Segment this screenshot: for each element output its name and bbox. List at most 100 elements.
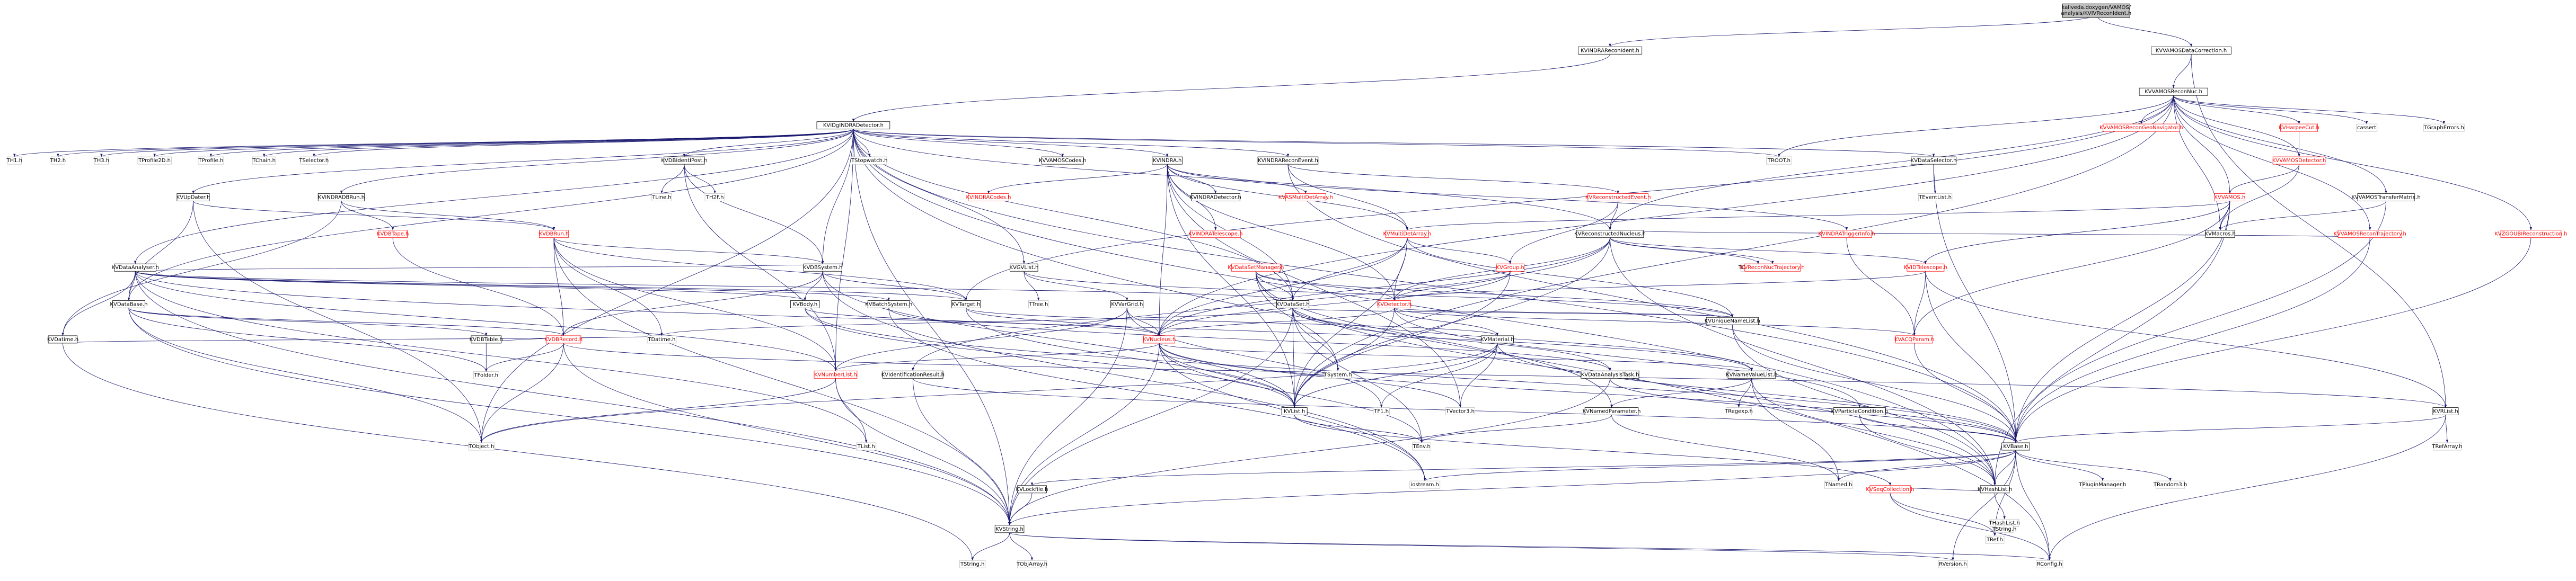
- node-n-upd[interactable]: KVUpDater.h: [177, 193, 210, 201]
- node-n-zgrec[interactable]: KVZGOUBIReconstruction.h: [2494, 230, 2568, 238]
- node-n-dat2[interactable]: KVDataAnalysisTask.h: [1581, 370, 1639, 379]
- edge-n_dbody-n_nuc: [805, 308, 1161, 336]
- node-n-gvl[interactable]: KVGVList.h: [1009, 263, 1038, 272]
- node-n-pcond[interactable]: KVParticleCondition.h: [1831, 407, 1889, 415]
- node-label: KVUpDater.h: [177, 194, 210, 200]
- node-box: [1980, 485, 2010, 494]
- edge-n_ind-n_danal: [134, 129, 854, 264]
- edge-n_vrn-n_tgt: [965, 95, 2174, 301]
- node-label: TEventList.h: [1918, 194, 1952, 200]
- node-label: KVINDRATriggerInfo.h: [1819, 231, 1875, 237]
- node-n-tgt[interactable]: KVTarget.h: [951, 300, 981, 308]
- node-label: KVDataBase.h: [110, 302, 147, 308]
- node-n-bsys[interactable]: KVBatchSystem.h: [865, 300, 912, 308]
- node-n-mda[interactable]: KVMultiDetArray.h: [1383, 230, 1431, 238]
- node-box: [1190, 193, 1240, 201]
- node-box: [803, 263, 842, 272]
- node-n-indrun[interactable]: KVINDRADBRun.h: [317, 193, 365, 201]
- node-n-hl[interactable]: KVHashList.h: [1978, 485, 2013, 494]
- node-box: [1385, 230, 1429, 238]
- node-n-macro[interactable]: KVMacros.h: [2205, 230, 2236, 238]
- node-n-mat[interactable]: KVMaterial.h: [1480, 335, 1514, 344]
- node-n-numl[interactable]: KVNumberList.h: [814, 370, 858, 379]
- node-n-aparam[interactable]: KVACQParam.h: [1894, 335, 1934, 344]
- node-n-tel[interactable]: KVIDTelescope.h: [1904, 263, 1947, 272]
- node-n-vamos[interactable]: KVVAMOS.h: [2214, 193, 2245, 201]
- node-n-seq[interactable]: KVSeqCollection.h: [1866, 485, 1915, 494]
- node-n-idres[interactable]: KVIdentificationResult.h: [881, 370, 945, 379]
- node-n-itrig[interactable]: KVINDRATriggerInfo.h: [1819, 230, 1875, 238]
- node-box: [1895, 335, 1934, 344]
- edge-n_vamos-n_mda: [1406, 201, 2230, 231]
- node-box: [1995, 525, 2014, 533]
- node-n-tm[interactable]: KVVAMOSTransferMatrix.h: [2351, 193, 2421, 201]
- node-box: [1576, 230, 1644, 238]
- node-n-ifeat[interactable]: KVASMultiDetArray.h: [1278, 193, 1333, 201]
- node-box: [1744, 263, 1801, 272]
- node-n-vgrid[interactable]: KVVarGrid.h: [1110, 300, 1144, 308]
- edge-n_rnuc-tclon: [1610, 237, 1760, 264]
- node-n-dsm[interactable]: KVDataSetManager.h: [1228, 263, 1284, 272]
- node-n-cap[interactable]: KVUniqueNameList.h: [1705, 317, 1760, 325]
- node-n-nuc[interactable]: KVNucleus.h: [1143, 335, 1176, 344]
- node-n-vtraj[interactable]: KVVAMOSReconTrajectory.h: [2334, 230, 2406, 238]
- edge-n_vrn-n_list: [1293, 95, 2174, 408]
- node-n-dc[interactable]: KVVAMOSDataCorrection.h: [2151, 46, 2231, 55]
- node-n-dbrec[interactable]: KVDBRecord.h: [544, 335, 583, 344]
- node-n-dbi[interactable]: KVDBIdentIPost.h: [661, 156, 707, 165]
- node-n-dsel[interactable]: KVDataSelector.h: [1911, 156, 1957, 165]
- node-n-base[interactable]: KVBase.h: [2001, 442, 2030, 451]
- node-box: [1496, 263, 1524, 272]
- node-n-itel[interactable]: KVINDRATelescope.h: [1188, 230, 1243, 238]
- node-n-str[interactable]: KVString.h: [994, 525, 1025, 533]
- node-label: TStopwatch.h: [851, 158, 887, 164]
- node-n-ind[interactable]: KVIDgINDRADetector.h: [816, 121, 890, 130]
- node-n-dbody[interactable]: KVBody.h: [790, 300, 820, 308]
- node-label: KVINDRADBRun.h: [318, 194, 365, 200]
- edge-n_upd-n_dbr: [193, 201, 555, 231]
- node-n-dset[interactable]: KVDataSet.h: [1276, 300, 1310, 308]
- node-n-dat[interactable]: KVDatime.h: [47, 335, 78, 344]
- node-n-kvindra[interactable]: KVINDRA.h: [1152, 156, 1183, 165]
- edge-n_ind-n_gvl: [853, 129, 1026, 264]
- node-box: [137, 156, 172, 165]
- node-n-rnuc[interactable]: KVReconstructedNucleus.h: [1574, 230, 1646, 238]
- edge-n_dat2-n_base: [1610, 378, 2017, 443]
- node-n-nvl[interactable]: KVNameValueList.h: [1726, 370, 1777, 379]
- node-n-vdet[interactable]: KVVAMOSDetector.h: [2272, 156, 2326, 165]
- node-n-rl[interactable]: KVRList.h: [2432, 407, 2459, 415]
- node-n-grp[interactable]: KVGroup.h: [1496, 263, 1524, 272]
- node-label: TRandom3.h: [2153, 482, 2187, 488]
- node-box: [1412, 442, 1432, 451]
- node-n-recev[interactable]: KVINDRAReconEvent.h: [1257, 156, 1319, 165]
- node-n-dd[interactable]: KVDetector.h: [1377, 300, 1412, 308]
- node-n-dbr[interactable]: KVDBRun.h: [539, 230, 569, 238]
- node-n-rntraj[interactable]: KVReconNucTrajectory.h: [1741, 263, 1805, 272]
- node-label: KVDBRun.h: [539, 231, 569, 237]
- node-n-lock[interactable]: KVLockfile.h: [1016, 485, 1048, 494]
- node-label: TFolder.h: [473, 373, 498, 379]
- node-n-vrn[interactable]: KVVAMOSReconNuc.h: [2139, 87, 2208, 96]
- node-n-idet[interactable]: KVINDRADetector.h: [1190, 193, 1241, 201]
- node-n-dbase[interactable]: KVDataBase.h: [110, 300, 148, 308]
- node-n-danal[interactable]: KVDataAnalyser.h: [112, 263, 159, 272]
- node-n-cut[interactable]: KVHarpeeCut.h: [2279, 123, 2319, 132]
- node-n-dbt[interactable]: KVDBTape.h: [377, 230, 409, 238]
- node-n-list[interactable]: KVList.h: [1281, 407, 1308, 415]
- node-n-dbtab[interactable]: KVDBTable.h: [470, 335, 503, 344]
- node-label: KVDataSelector.h: [1911, 158, 1957, 164]
- node-label: RVersion.h: [1939, 561, 1967, 567]
- node-box: [2155, 480, 2185, 489]
- node-label: KVIDgINDRADetector.h: [823, 123, 884, 129]
- node-n-namp[interactable]: KVNamedParameter.h: [1583, 407, 1641, 415]
- node-n-dbsys[interactable]: KVDBSystem.h: [803, 263, 843, 272]
- node-n-navig[interactable]: KVVAMOSReconGeoNavigator.h: [2099, 123, 2183, 132]
- node-n-rie[interactable]: KVReconstructedEvent.h: [1585, 193, 1651, 201]
- node-box: [114, 263, 156, 272]
- node-n-recon[interactable]: KVINDRAReconIdent.h: [1577, 46, 1643, 55]
- node-ttree: TTree.h: [1028, 300, 1049, 308]
- node-box: [2432, 407, 2459, 415]
- node-label: KVIDTelescope.h: [1904, 265, 1947, 271]
- node-n-icodes[interactable]: KVINDRACodes.h: [966, 193, 1011, 201]
- node-n-codes[interactable]: KVVAMOSCodes.h: [1039, 156, 1087, 165]
